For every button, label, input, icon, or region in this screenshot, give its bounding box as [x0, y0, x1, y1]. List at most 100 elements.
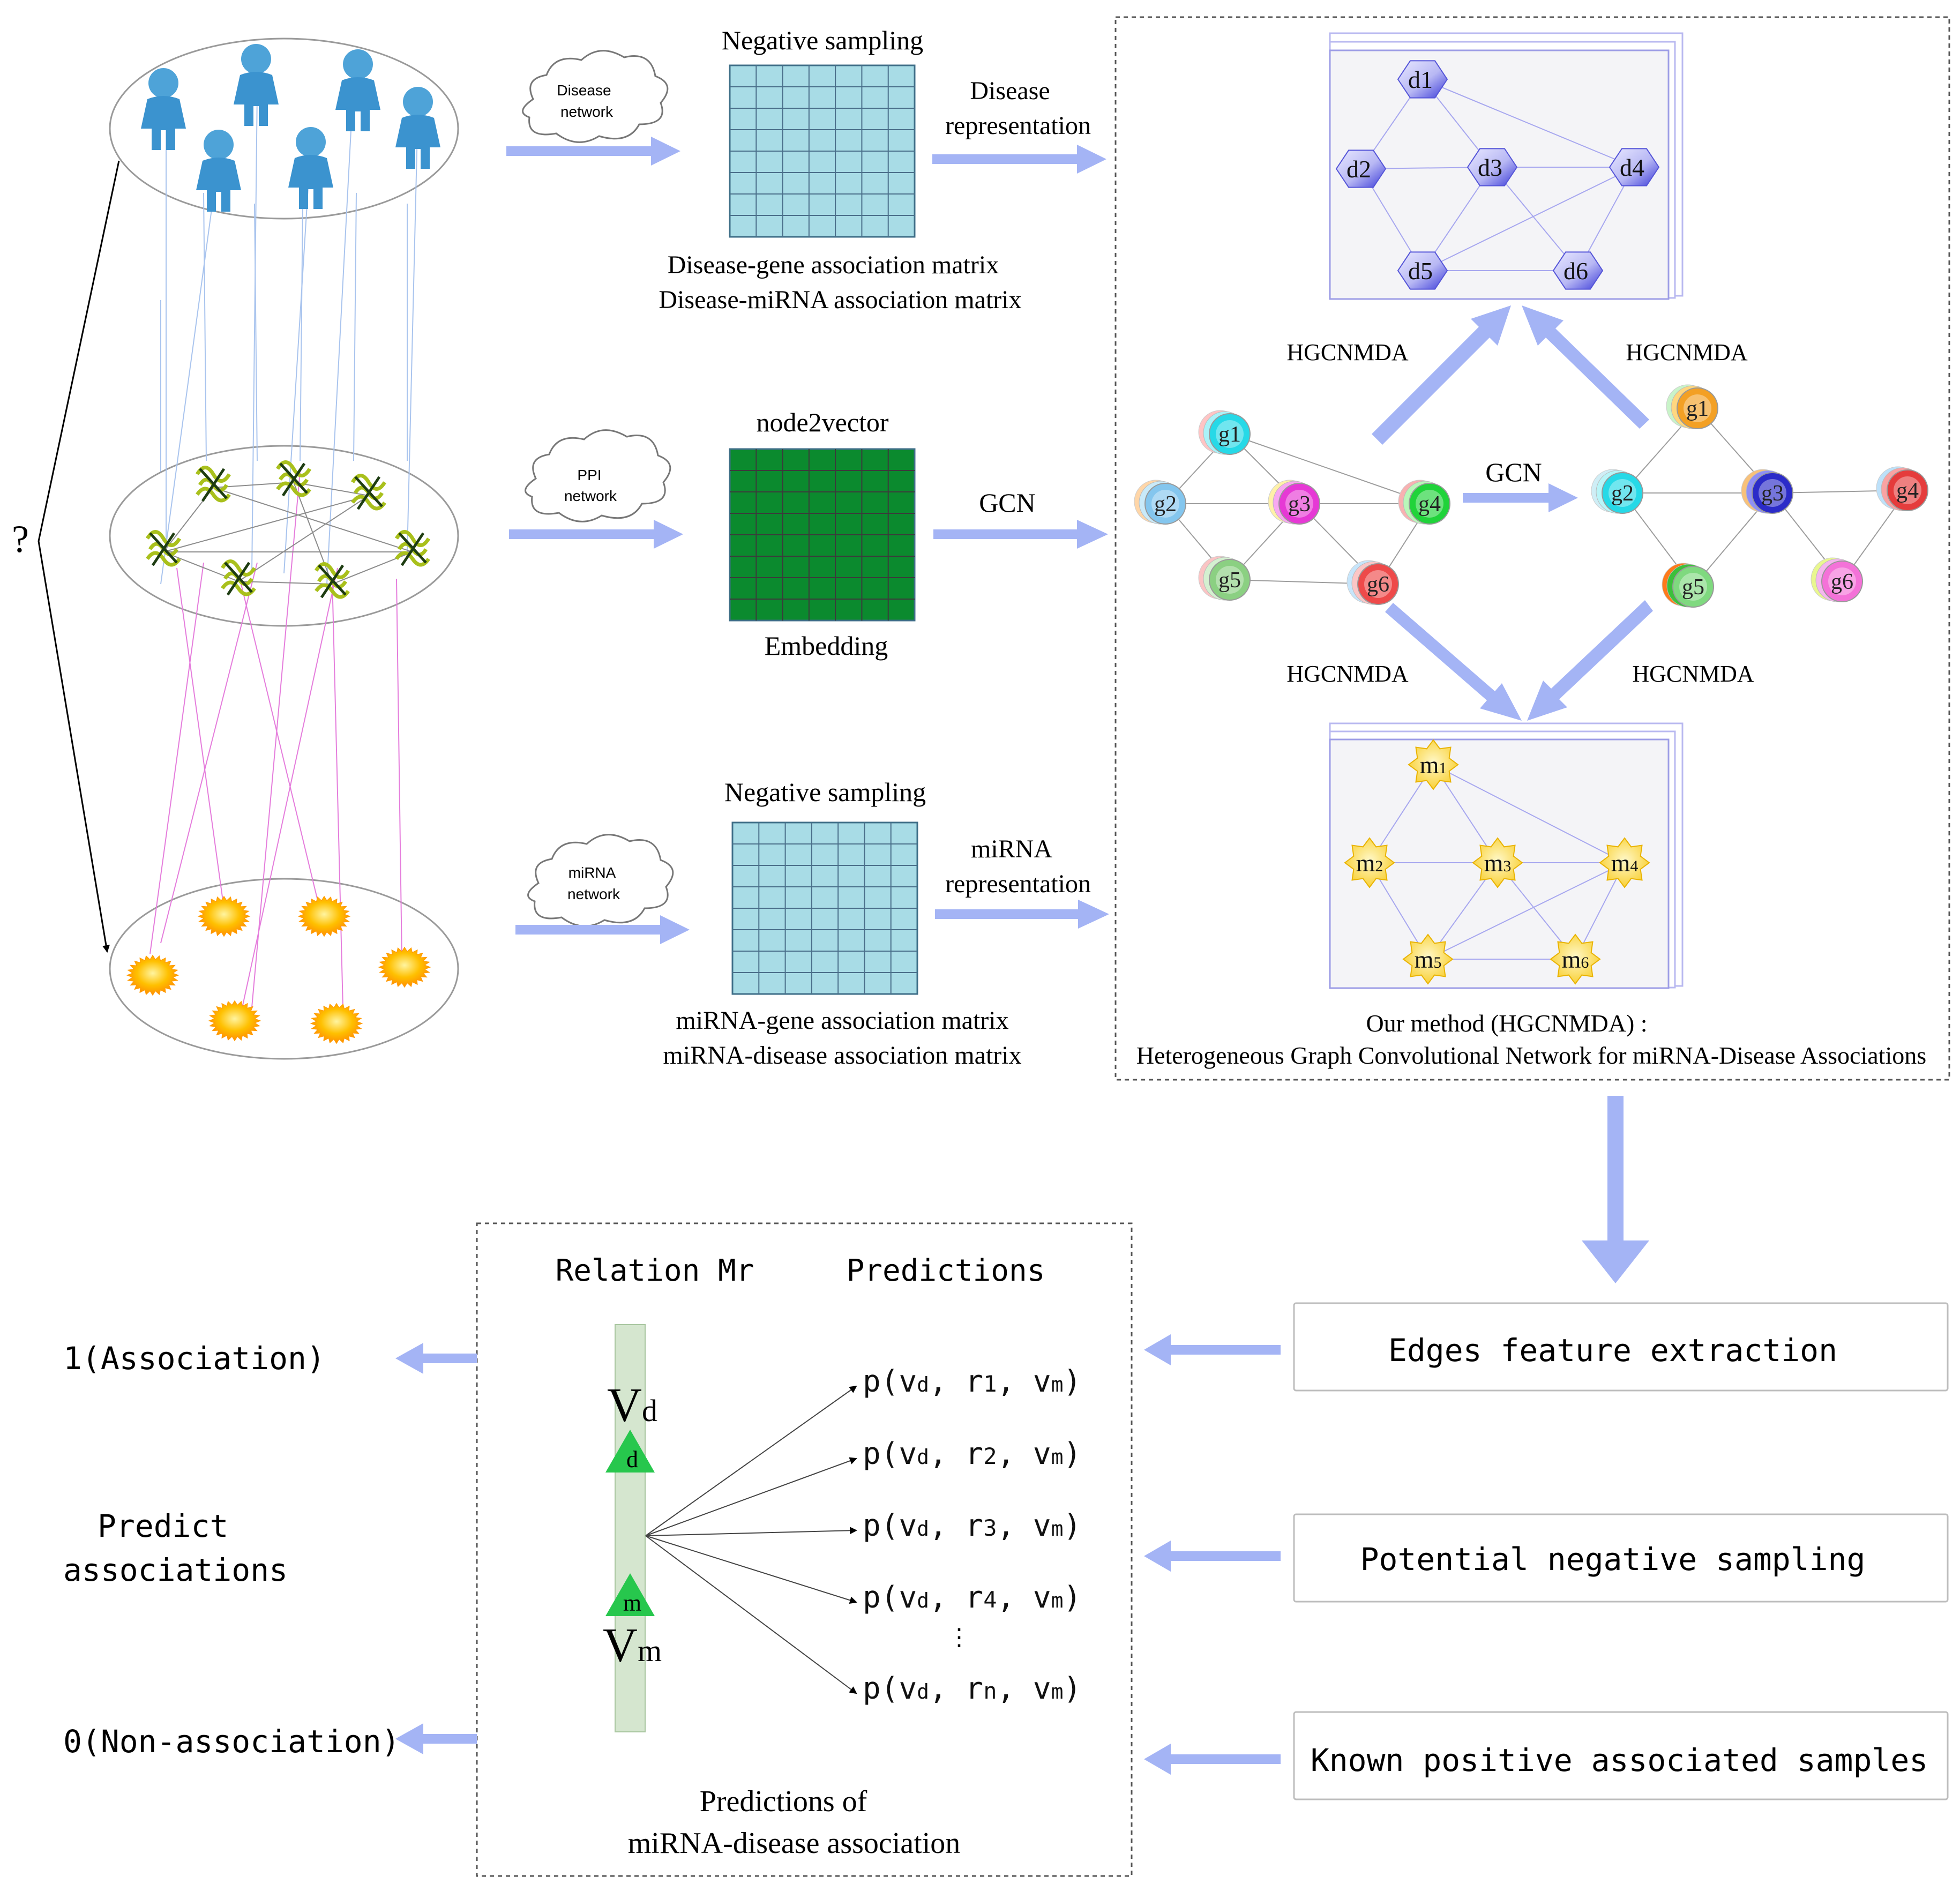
- protein-icon: [195, 466, 231, 503]
- gene-node: [1144, 483, 1186, 525]
- prediction-arrow: [645, 1385, 857, 1536]
- protein-strand: [354, 476, 383, 510]
- disease-node: [1552, 251, 1604, 290]
- arrow-up: [1372, 305, 1511, 445]
- vm-label: Vm: [603, 1619, 662, 1672]
- cloud-label: miRNA: [568, 864, 616, 881]
- mirna-node: [1344, 837, 1395, 888]
- feature-box: [1293, 1711, 1949, 1800]
- ppi-network-cloud: PPI network: [525, 429, 671, 522]
- ppi-edge: [238, 495, 369, 582]
- disease-node: [1397, 60, 1448, 99]
- disease-edge: [1492, 167, 1579, 271]
- prediction-fan: [645, 1385, 857, 1694]
- mirna-matrix: [731, 821, 918, 995]
- arrow-right: [515, 915, 690, 944]
- prediction-item: p(vd, r3, vm): [863, 1508, 1081, 1543]
- gene-node: [1887, 469, 1928, 511]
- mirna-node-label: m5: [1415, 946, 1442, 973]
- hgcnmda-label: HGCNMDA: [1286, 661, 1409, 687]
- prediction-caption: Predictions of: [700, 1785, 867, 1818]
- arrow-right: [932, 145, 1106, 174]
- disease-node-label: d2: [1346, 155, 1371, 183]
- ppi-edge: [213, 487, 413, 552]
- feature-boxes: Edges feature extraction Potential negat…: [1144, 1302, 1949, 1800]
- cloud-label: PPI: [577, 467, 601, 483]
- gene-node: [1209, 413, 1251, 455]
- person-icon: [141, 68, 186, 150]
- link-line: [241, 567, 338, 1013]
- prediction-box-border: [476, 1222, 1133, 1877]
- disease-node: [1335, 150, 1387, 188]
- matrix-caption: Disease-miRNA association matrix: [659, 286, 1021, 314]
- link-line: [326, 80, 354, 585]
- output-label: miRNA: [971, 835, 1052, 863]
- method-caption: Our method (HGCNMDA) :: [1366, 1010, 1647, 1037]
- mirna-suns: [126, 895, 431, 1044]
- vd-label: Vd: [607, 1379, 657, 1432]
- relation-label: Relation Mr: [556, 1253, 754, 1288]
- gene-node-gloss: [1364, 570, 1392, 598]
- protein-strand: [149, 532, 178, 566]
- output-label: Disease: [970, 77, 1050, 105]
- person-icon: [196, 130, 241, 212]
- mirna-node: [1550, 933, 1601, 985]
- gene-node: [1278, 483, 1320, 525]
- link-line: [407, 107, 418, 552]
- arrow-left: [1144, 1334, 1281, 1365]
- gene-node: [1677, 387, 1718, 429]
- link-line: [251, 91, 258, 574]
- protein-strand: [224, 562, 253, 596]
- prediction-box: Relation Mr Predictions Vd d m Vm p(vd, …: [476, 1222, 1133, 1877]
- mirna-edge: [1433, 764, 1625, 863]
- disease-node-label: d4: [1620, 154, 1644, 181]
- sun-icon: [208, 1000, 261, 1042]
- sun-icon: [378, 946, 431, 988]
- predictions-label: Predictions: [847, 1253, 1045, 1288]
- sun-icon: [126, 954, 179, 996]
- mirna-triangle: [605, 1573, 655, 1616]
- link-line: [241, 584, 322, 917]
- link-line: [396, 578, 402, 960]
- ppi-edge: [238, 581, 333, 585]
- protein-icon: [145, 530, 182, 567]
- link-line: [254, 203, 258, 461]
- protein-icon: [275, 460, 312, 497]
- person-head: [148, 68, 178, 98]
- arrow-right: [1463, 483, 1578, 512]
- gene-node-gloss: [1759, 479, 1786, 507]
- cloud-label: Disease: [557, 82, 611, 99]
- arrow-left: [395, 1343, 477, 1374]
- disease-triangle: [605, 1430, 655, 1473]
- gene-node-label: g4: [1418, 492, 1441, 517]
- gene-node-gloss: [1151, 490, 1179, 518]
- person-icon: [395, 87, 440, 169]
- gene-node: [1209, 559, 1251, 601]
- matrix-title: Negative sampling: [722, 25, 923, 55]
- link-line: [203, 192, 207, 461]
- arrow-left: [1144, 1541, 1281, 1572]
- prediction-arrow: [645, 1535, 857, 1694]
- person-icon: [234, 44, 279, 126]
- gene-node: [1821, 560, 1863, 602]
- gene-node-gloss: [1828, 567, 1856, 595]
- matrix-title: Negative sampling: [724, 777, 926, 807]
- person-head: [204, 130, 234, 160]
- arrow-down: [1385, 603, 1522, 721]
- disease-node-label: d1: [1408, 66, 1433, 93]
- gene-node-gloss: [1216, 420, 1244, 448]
- protein-strand: [279, 462, 308, 497]
- disease-node-label: d6: [1563, 257, 1588, 285]
- mirna-node-label: m6: [1562, 946, 1589, 973]
- sun-icon: [310, 1003, 363, 1044]
- gene-node: [1409, 483, 1450, 525]
- output-label: representation: [945, 111, 1091, 140]
- feature-box: [1293, 1513, 1949, 1603]
- gene-node-gloss: [1609, 479, 1636, 507]
- arrow-right: [933, 520, 1108, 549]
- association-label: 1(Association): [63, 1340, 325, 1377]
- mirna-node-label: m2: [1356, 849, 1383, 877]
- hgcnmda-label: HGCNMDA: [1626, 339, 1748, 365]
- protein-icon: [394, 530, 431, 567]
